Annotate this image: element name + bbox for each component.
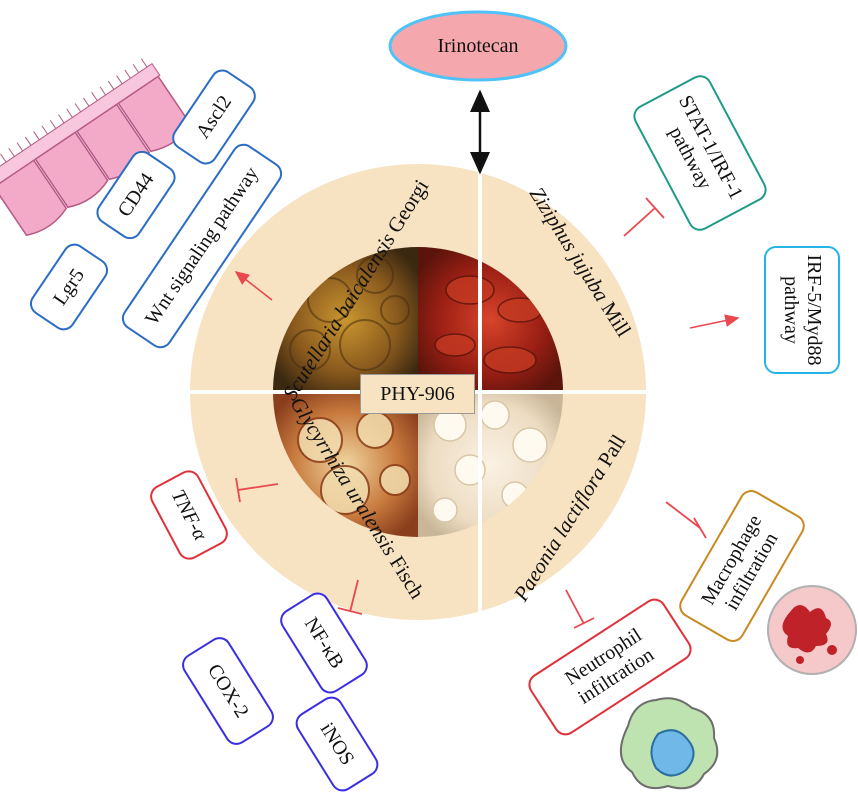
arrow-to-wnt <box>234 271 273 301</box>
inhibit-stat1 <box>623 197 665 237</box>
irinotecan-ellipse <box>388 10 568 82</box>
target-irf5-myd88: IRF-5/Myd88 pathway <box>764 246 840 374</box>
intestinal-epithelium-icon <box>0 58 192 237</box>
irinotecan-label: Irinotecan <box>437 34 519 57</box>
inhibit-macrophage <box>665 501 707 539</box>
inhibit-neutrophil <box>565 589 595 629</box>
target-tnf-alpha-text: TNF-α <box>167 485 212 544</box>
inhibit-nfkb <box>337 579 363 615</box>
inhibit-tnf <box>235 477 279 503</box>
neutrophil-cell-icon <box>620 697 719 790</box>
macrophage-cell-icon <box>767 585 857 675</box>
arrow-to-irf5 <box>689 314 740 329</box>
phy906-label: PHY-906 <box>360 374 475 414</box>
